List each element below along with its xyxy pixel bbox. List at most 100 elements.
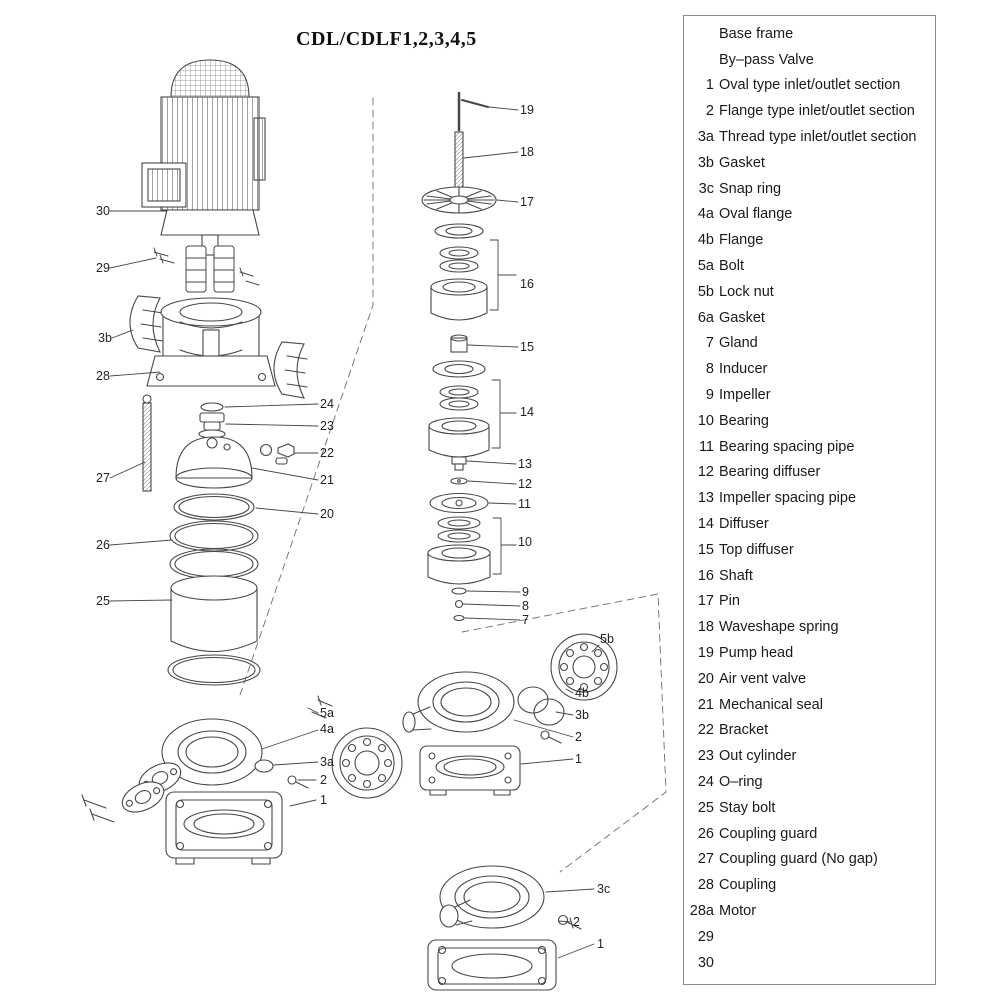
part-number: 1: [705, 77, 714, 94]
part-label: Gasket: [719, 309, 765, 326]
callout-12: 12: [518, 477, 532, 491]
part-label: Waveshape spring: [719, 619, 839, 636]
part-label: Snap ring: [719, 180, 782, 197]
coupling-guard-drawing: [129, 295, 308, 399]
parts-list-row: 3c Snap ring: [684, 176, 935, 202]
part-label: Impeller: [719, 387, 771, 404]
part-number: 3a: [697, 129, 714, 146]
callout-17: 17: [520, 195, 534, 209]
part-number: 28a: [689, 902, 714, 919]
part-label: By–pass Valve: [719, 51, 814, 68]
callout-25: 25: [96, 594, 110, 608]
part-number: 29: [697, 928, 714, 945]
part-label: Bearing diffuser: [719, 464, 821, 481]
callout-15: 15: [520, 340, 534, 354]
callout-brackets: [489, 239, 517, 575]
part-number: 3c: [698, 180, 714, 197]
part-label: Bearing spacing pipe: [719, 438, 855, 455]
part-number: 3b: [697, 154, 714, 171]
callout-16: 16: [520, 277, 534, 291]
part-label: Gland: [719, 335, 758, 352]
part-number: 2: [705, 103, 714, 120]
callout-1-right: 1: [575, 752, 582, 766]
callout-18: 18: [520, 145, 534, 159]
part-label: Air vent valve: [719, 670, 807, 687]
part-label: Stay bolt: [719, 799, 776, 816]
parts-list-panel: Base frame By–pass Valve 1 Oval type inle…: [683, 15, 936, 985]
callout-5a: 5a: [320, 706, 334, 720]
part-number: 21: [697, 696, 714, 713]
part-number: 8: [705, 361, 714, 378]
part-label: Pump head: [719, 645, 794, 662]
parts-list-row: 4a Oval flange: [684, 202, 935, 228]
part-label: Mechanical seal: [719, 696, 823, 713]
part-label: Oval type inlet/outlet section: [719, 77, 901, 94]
bracket-drawing: [146, 297, 276, 387]
callout-24: 24: [320, 397, 334, 411]
part-number: 20: [697, 670, 714, 687]
callout-8: 8: [522, 599, 529, 613]
callout-14: 14: [520, 405, 534, 419]
part-label: Bolt: [719, 258, 744, 275]
callout-20: 20: [320, 507, 334, 521]
callout-3c: 3c: [597, 882, 610, 896]
part-number: 5b: [697, 283, 714, 300]
part-number: 4a: [697, 206, 714, 223]
callout-29: 29: [96, 261, 110, 275]
callout-23: 23: [320, 419, 334, 433]
part-number: 26: [697, 825, 714, 842]
part-label: Impeller spacing pipe: [719, 490, 857, 507]
part-number: 11: [698, 438, 714, 455]
part-number: 24: [697, 774, 714, 790]
parts-list-row: 20 Air vent valve: [684, 666, 935, 692]
part-label: Top diffuser: [719, 541, 794, 558]
callout-7: 7: [522, 613, 529, 627]
seal-parts-drawing: [198, 402, 295, 465]
part-number: 9: [705, 387, 714, 404]
callout-3b-right: 3b: [575, 708, 589, 722]
parts-list-row: 3a Thread type inlet/outlet section: [684, 124, 935, 150]
part-label: Diffuser: [719, 516, 769, 533]
part-number: 16: [697, 567, 714, 584]
part-label: Coupling: [719, 877, 777, 894]
parts-list-row: 2 Flange type inlet/outlet section: [684, 98, 935, 124]
part-label: O–ring: [719, 774, 763, 790]
part-label: Coupling guard (No gap): [719, 851, 878, 868]
callout-5b: 5b: [600, 632, 614, 646]
part-number: 23: [697, 748, 714, 765]
motor-drawing: [141, 59, 266, 256]
parts-list-row: 1 Oval type inlet/outlet section: [684, 73, 935, 99]
part-label: Flange type inlet/outlet section: [719, 103, 915, 120]
callout-4a: 4a: [320, 722, 334, 736]
part-label: Bracket: [719, 722, 769, 739]
callout-11: 11: [518, 497, 531, 511]
leader-lines: [109, 106, 600, 959]
part-number: 25: [697, 799, 714, 816]
callout-1-bottom: 1: [597, 937, 604, 951]
part-label: Thread type inlet/outlet section: [719, 129, 917, 146]
part-number: 22: [697, 722, 714, 739]
part-label: Base frame: [719, 25, 794, 42]
callout-30: 30: [96, 204, 110, 218]
callout-21: 21: [320, 473, 334, 487]
callout-4b: 4b: [575, 686, 589, 700]
part-number: 10: [697, 412, 714, 429]
coupling-drawing: [153, 245, 260, 293]
callout-28: 28: [96, 369, 110, 383]
callout-9: 9: [522, 585, 529, 599]
part-label: Oval flange: [719, 206, 793, 223]
callout-2-bottom: 2: [573, 915, 580, 929]
